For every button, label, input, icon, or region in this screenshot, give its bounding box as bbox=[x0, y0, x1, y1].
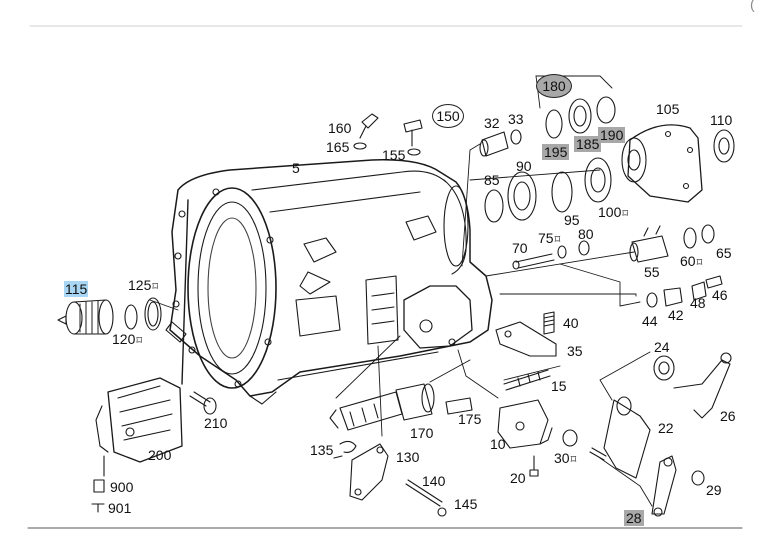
label-20: 20 bbox=[510, 470, 526, 486]
label-130: 130 bbox=[396, 449, 420, 465]
label-42: 42 bbox=[668, 307, 684, 323]
label-120: 120⌑ bbox=[112, 331, 143, 347]
leader-lines bbox=[149, 75, 653, 507]
label-5: 5 bbox=[292, 160, 300, 176]
label-190: 190 bbox=[598, 127, 626, 143]
label-175: 175 bbox=[458, 411, 482, 427]
label-55: 55 bbox=[644, 264, 660, 280]
part-175-plug bbox=[445, 397, 473, 415]
label-22: 22 bbox=[658, 420, 674, 436]
part-22-bracket bbox=[603, 396, 651, 479]
label-110: 110 bbox=[710, 112, 733, 128]
part-35-pawl bbox=[495, 321, 557, 357]
label-33: 33 bbox=[508, 111, 524, 127]
label-100: 100⌑ bbox=[598, 204, 629, 220]
part-28-lever bbox=[651, 455, 677, 517]
part-42-46-48-pieces bbox=[646, 275, 723, 308]
part-26-lever bbox=[673, 352, 732, 419]
label-24: 24 bbox=[654, 339, 670, 355]
label-10: 10 bbox=[490, 436, 506, 452]
label-65: 65 bbox=[716, 245, 732, 261]
part-180-190-bearings bbox=[545, 96, 616, 139]
label-32: 32 bbox=[484, 115, 500, 131]
label-60: 60⌑ bbox=[680, 253, 703, 269]
label-185: 185 bbox=[574, 136, 602, 152]
part-95-ring bbox=[551, 171, 573, 213]
label-900: 900 bbox=[110, 479, 134, 495]
label-26: 26 bbox=[720, 408, 736, 424]
part-105-housing bbox=[621, 124, 703, 203]
label-195: 195 bbox=[542, 144, 570, 160]
label-140: 140 bbox=[422, 473, 446, 489]
part-20-bolt bbox=[529, 455, 539, 477]
part-55-sleeve bbox=[629, 225, 669, 263]
label-29: 29 bbox=[706, 482, 722, 498]
label-125: 125⌑ bbox=[128, 277, 159, 293]
transmission-housing bbox=[165, 159, 493, 405]
part-210-bolt bbox=[189, 391, 217, 415]
label-135: 135 bbox=[310, 442, 334, 458]
label-115: 115 bbox=[64, 281, 89, 297]
label-200: 200 bbox=[148, 447, 172, 463]
label-901: 901 bbox=[108, 500, 132, 516]
label-40: 40 bbox=[563, 315, 579, 331]
part-40-spring bbox=[543, 311, 555, 335]
part-900-connector bbox=[93, 479, 105, 493]
part-10-lever bbox=[497, 399, 553, 449]
part-90-bearing bbox=[507, 171, 537, 221]
label-95: 95 bbox=[564, 212, 580, 228]
part-32-plug bbox=[479, 131, 509, 157]
part-60-65-rings bbox=[683, 224, 715, 249]
part-15-pin bbox=[503, 369, 551, 391]
part-33-ring bbox=[510, 129, 522, 145]
part-130-bracket bbox=[333, 440, 389, 501]
label-28: 28 bbox=[624, 510, 644, 526]
part-170-sensor bbox=[329, 383, 435, 431]
corner-mark: ( bbox=[750, 0, 755, 12]
part-150-155-160-165-bolts bbox=[353, 113, 423, 156]
label-35: 35 bbox=[567, 343, 583, 359]
part-140-pin bbox=[405, 479, 447, 517]
label-90: 90 bbox=[516, 158, 532, 174]
label-80: 80 bbox=[578, 226, 594, 242]
label-70: 70 bbox=[512, 240, 528, 256]
label-155: 155 bbox=[382, 147, 406, 163]
part-100-seal bbox=[584, 157, 612, 203]
part-120-125-rings bbox=[124, 297, 162, 331]
part-29-nut bbox=[691, 470, 705, 486]
label-180: 180 bbox=[536, 74, 572, 98]
label-46: 46 bbox=[712, 287, 728, 303]
part-85-ring bbox=[484, 189, 504, 223]
label-150: 150 bbox=[432, 104, 464, 128]
part-24-bushing bbox=[653, 355, 675, 381]
part-200-valve-body bbox=[95, 377, 183, 477]
label-170: 170 bbox=[410, 425, 434, 441]
part-75-80-rings bbox=[557, 240, 590, 259]
label-165: 165 bbox=[326, 139, 350, 155]
label-160: 160 bbox=[328, 120, 352, 136]
part-70-shaft bbox=[512, 253, 555, 270]
label-210: 210 bbox=[204, 415, 228, 431]
label-30: 30⌑ bbox=[554, 450, 577, 466]
label-48: 48 bbox=[690, 295, 706, 311]
label-15: 15 bbox=[551, 378, 567, 394]
part-901-pin bbox=[91, 503, 105, 513]
label-44: 44 bbox=[642, 313, 658, 329]
label-75: 75⌑ bbox=[538, 230, 561, 246]
label-105: 105 bbox=[656, 101, 680, 117]
part-110-flange bbox=[713, 129, 735, 163]
label-145: 145 bbox=[454, 496, 478, 512]
label-85: 85 bbox=[484, 172, 500, 188]
part-115-hub bbox=[57, 299, 114, 335]
